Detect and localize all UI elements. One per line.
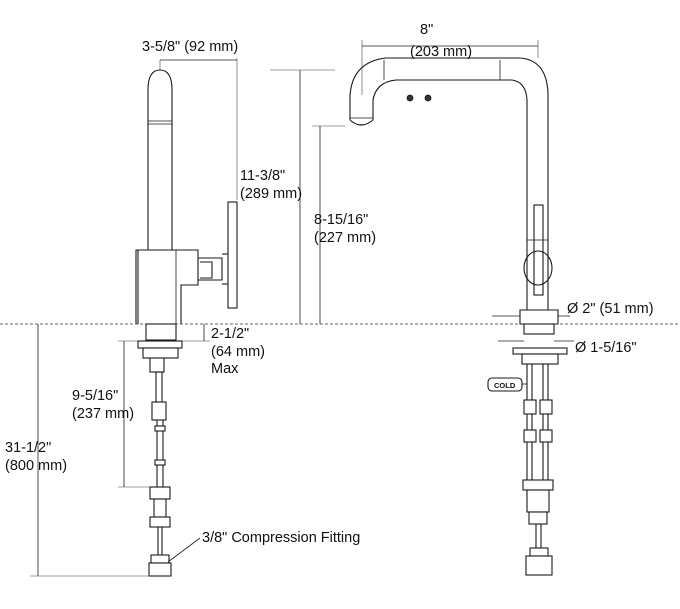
dim-height-label-1: 11-3/8" — [240, 168, 285, 184]
side-dimensions: 3-5/8" (92 mm) 11-3/8" (289 mm) 8-15/16"… — [5, 39, 376, 577]
fitting-label: 3/8" Compression Fitting — [202, 530, 360, 546]
side-view-faucet — [135, 69, 238, 577]
dim-shank-label-1: 9-5/16" — [72, 388, 118, 404]
dim-deck-label-3: Max — [211, 361, 239, 377]
cold-tag: COLD — [494, 381, 516, 390]
dim-deck-label-2: (64 mm) — [211, 344, 265, 360]
dim-base-dia: Ø 2" (51 mm) — [567, 301, 654, 317]
dim-reach-label-1: 8" — [420, 22, 433, 38]
dim-deck-label-1: 2-1/2" — [211, 326, 249, 342]
dim-supply-label-2: (800 mm) — [5, 458, 67, 474]
front-dimensions: 8" (203 mm) Ø 2" (51 mm) Ø 1-5/16" — [361, 22, 654, 356]
dim-reach-label-2: (203 mm) — [410, 44, 472, 60]
dim-width-side: 3-5/8" (92 mm) — [142, 39, 238, 55]
dim-supply-label-1: 31-1/2" — [5, 440, 51, 456]
dim-height-label-2: (289 mm) — [240, 186, 302, 202]
dim-clearance-label-1: 8-15/16" — [314, 212, 368, 228]
front-view-faucet: COLD — [349, 57, 568, 576]
dim-shank-label-2: (237 mm) — [72, 406, 134, 422]
dim-clearance-label-2: (227 mm) — [314, 230, 376, 246]
dim-hole-dia: Ø 1-5/16" — [575, 340, 637, 356]
